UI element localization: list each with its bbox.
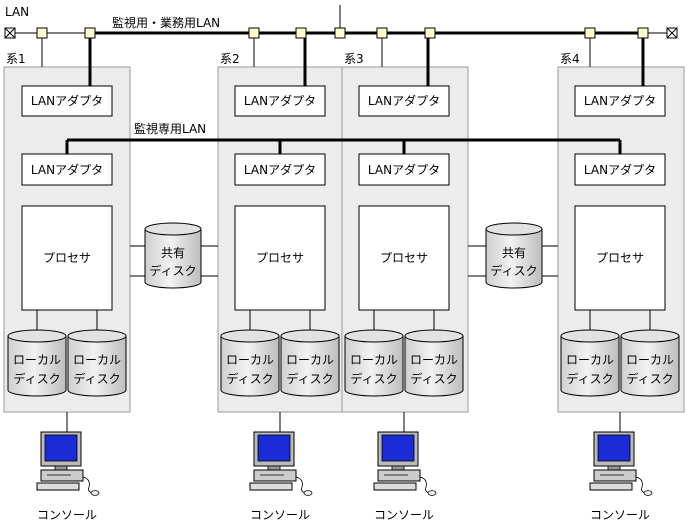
shared-disk-label: ディスク (490, 263, 537, 278)
lan-adapter-top-label: LANアダプタ (584, 93, 656, 108)
lan-adapter-monitor (358, 153, 450, 186)
processor-box (574, 205, 666, 311)
console-label: コンソール (374, 508, 434, 522)
lan-adapter-monitor (574, 153, 666, 186)
processor-label: プロセサ (596, 251, 644, 265)
console-label: コンソール (250, 508, 310, 522)
console-computer-icon (373, 431, 437, 496)
local-disk-label: ローカル (410, 353, 458, 367)
local-disk-label: ディスク (626, 371, 673, 386)
shared-disk-label: 共有 (502, 246, 526, 260)
system-label: 系4 (560, 52, 580, 66)
lan-terminator-left (4, 27, 16, 39)
lan-adapter-monitor-label: LANアダプタ (584, 162, 656, 177)
lan-connector (637, 27, 649, 39)
processor-label: プロセサ (43, 251, 91, 265)
lan-adapter-monitor (21, 153, 113, 186)
lan-connector (36, 27, 48, 39)
lan-connector (84, 27, 96, 39)
local-disk-label: ディスク (566, 371, 613, 386)
local-disk-label: ディスク (13, 371, 60, 386)
console-computer-icon (36, 431, 100, 496)
lan-adapter-top-label: LANアダプタ (31, 93, 103, 108)
system-2: 系2LANアダプタLANアダプタプロセサローカルディスクローカルディスクコンソー… (217, 33, 343, 522)
lan-adapter-top-label: LANアダプタ (368, 93, 440, 108)
local-disk-label: ディスク (350, 371, 397, 386)
local-disk-label: ローカル (13, 353, 61, 367)
lan-adapter-top-label: LANアダプタ (244, 93, 316, 108)
console-computer-icon (589, 431, 653, 496)
processor-box (234, 205, 326, 311)
console-label: コンソール (37, 508, 97, 522)
console-computer-icon (249, 431, 313, 496)
lan-adapter-monitor-label: LANアダプタ (244, 162, 316, 177)
local-disk-label: ローカル (626, 353, 674, 367)
local-disk-label: ローカル (286, 353, 334, 367)
local-disk-label: ディスク (286, 371, 333, 386)
system-label: 系3 (344, 52, 364, 66)
processor-label: プロセサ (380, 251, 428, 265)
lan-adapter-top (21, 85, 113, 117)
lan-connector (376, 27, 388, 39)
system-4: 系4LANアダプタLANアダプタプロセサローカルディスクローカルディスクコンソー… (557, 33, 685, 522)
lan-adapter-monitor (234, 153, 326, 186)
lan-adapter-monitor-label: LANアダプタ (368, 162, 440, 177)
monitor-lan-label: 監視専用LAN (134, 121, 206, 136)
processor-box (21, 205, 113, 311)
system-label: 系1 (6, 52, 26, 66)
processor-label: プロセサ (256, 251, 304, 265)
local-disk-label: ローカル (566, 353, 614, 367)
lan-connector (248, 27, 260, 39)
lan-adapter-top (574, 85, 666, 117)
lan-adapter-top (234, 85, 326, 117)
lan-connector (334, 27, 346, 39)
local-disk-label: ディスク (410, 371, 457, 386)
local-disk-label: ローカル (350, 353, 398, 367)
local-disk-label: ローカル (73, 353, 121, 367)
local-disk-label: ディスク (226, 371, 273, 386)
lan-adapter-monitor-label: LANアダプタ (31, 162, 103, 177)
system-label: 系2 (220, 52, 240, 66)
lan-connector (584, 27, 596, 39)
lan-connector (295, 27, 307, 39)
lan-terminator-right (666, 27, 678, 39)
lan-adapter-top (358, 85, 450, 117)
shared-disk-label: 共有 (161, 246, 185, 260)
processor-box (358, 205, 450, 311)
top-lan-label: 監視用・業務用LAN (112, 15, 220, 30)
console-label: コンソール (590, 508, 650, 522)
system-3: 系3LANアダプタLANアダプタプロセサローカルディスクローカルディスクコンソー… (341, 33, 469, 522)
lan-connector (424, 27, 436, 39)
shared-disk-label: ディスク (149, 263, 196, 278)
system-1: 系1LANアダプタLANアダプタプロセサローカルディスクローカルディスクコンソー… (3, 33, 131, 522)
local-disk-label: ディスク (73, 371, 120, 386)
local-disk-label: ローカル (226, 353, 274, 367)
lan-end-label: LAN (5, 5, 29, 19)
